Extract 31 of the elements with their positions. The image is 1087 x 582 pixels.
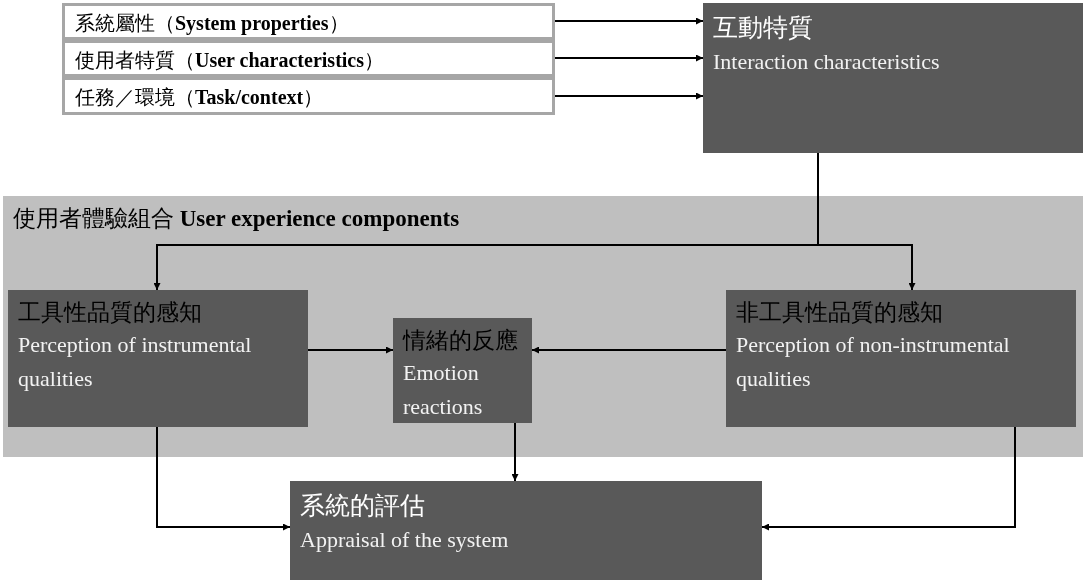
- box-heading: 情緒的反應: [403, 327, 519, 355]
- box-heading: 工具性品質的感知: [18, 299, 203, 327]
- arrow: [554, 17, 704, 25]
- group-band: [3, 196, 1083, 457]
- box-text: Perception of non-instrumental qualities: [736, 331, 1011, 393]
- arrow: [511, 422, 519, 482]
- box-heading: 互動特質: [713, 13, 814, 43]
- box-text: Emotion reactions: [403, 359, 484, 421]
- arrow: [554, 92, 704, 100]
- box-heading: 非工具性品質的感知: [736, 299, 944, 327]
- box-text: Appraisal of the system: [300, 526, 510, 554]
- process-box: [726, 290, 1076, 427]
- box-text: Interaction characteristics: [713, 48, 941, 76]
- box-heading: 任務／環境（Task/context）: [75, 86, 324, 108]
- box-heading: 系統屬性（System properties）: [75, 12, 349, 34]
- process-box: [8, 290, 308, 427]
- input-box: [62, 3, 555, 40]
- arrow: [307, 346, 394, 354]
- arrow: [554, 54, 704, 62]
- box-heading: 使用者體驗組合 User experience components: [13, 206, 460, 231]
- arrow: [156, 426, 291, 531]
- input-box: [62, 77, 555, 115]
- box-heading: 系統的評估: [300, 491, 426, 521]
- process-box: [393, 318, 532, 423]
- input-box: [62, 40, 555, 77]
- process-box: [290, 481, 762, 580]
- arrow: [761, 426, 1016, 531]
- box-text: Perception of instrumental qualities: [18, 331, 253, 393]
- box-heading: 使用者特質（User characteristics）: [75, 49, 384, 71]
- arrow: [531, 346, 727, 354]
- process-box: [703, 3, 1083, 153]
